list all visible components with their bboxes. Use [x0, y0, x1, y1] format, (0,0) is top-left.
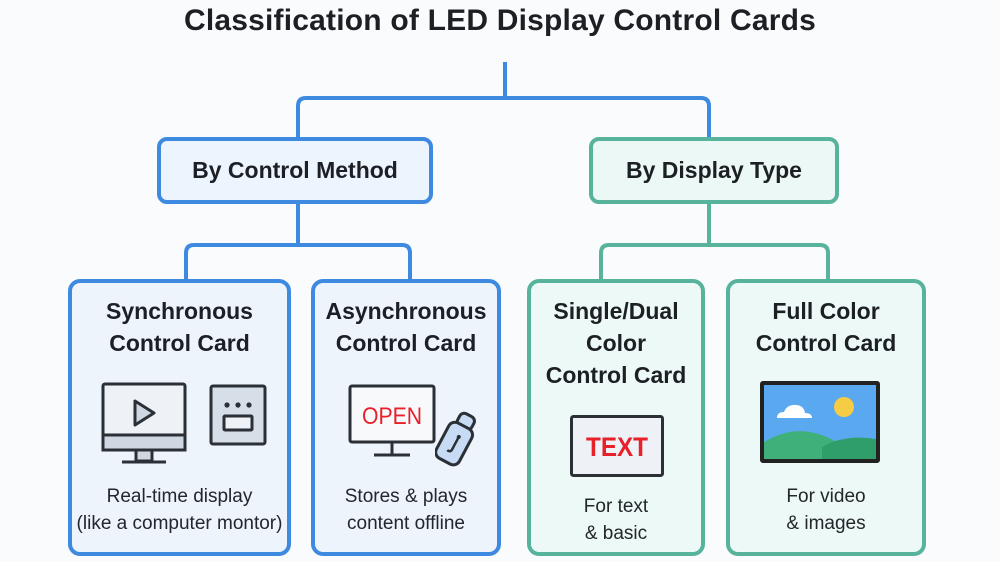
root-branch-right [505, 96, 711, 138]
control-method-branch [184, 243, 412, 279]
open-sign-monitor-icon: OPEN [348, 384, 436, 457]
sign-text: OPEN [362, 403, 422, 430]
card-title: Asynchronous Control Card [315, 295, 497, 359]
card-single-dual-color: Single/Dual Color Control Card TEXT For … [527, 279, 705, 556]
card-desc-line: For video [786, 486, 866, 507]
card-title-line: Full Color [772, 298, 880, 324]
card-description: Real-time display (like a computer monto… [72, 483, 287, 537]
card-desc-line: & basic [584, 523, 648, 544]
card-title-line: Control Card [545, 362, 687, 388]
card-full-color: Full Color Control Card For video & imag… [726, 279, 926, 556]
card-title-line: Control Card [109, 330, 250, 356]
root-branch-left [296, 96, 505, 138]
diagram-title: Classification of LED Display Control Ca… [183, 4, 817, 37]
card-title: Full Color Control Card [730, 295, 922, 359]
category-label: By Display Type [626, 157, 802, 183]
sign-text: TEXT [586, 432, 648, 462]
card-title-line: Control Card [335, 330, 477, 356]
card-description: For video & images [730, 483, 922, 537]
card-desc-line: & images [786, 513, 866, 534]
card-desc-line: Stores & plays [344, 486, 468, 507]
card-title: Synchronous Control Card [72, 295, 287, 359]
card-desc-line: Real-time display [106, 486, 253, 507]
display-type-branch [599, 243, 830, 279]
category-control-method: By Control Method [157, 137, 433, 204]
card-title-line: Synchronous [106, 298, 253, 324]
category-label: By Control Method [192, 157, 398, 183]
card-desc-line: For text [583, 496, 649, 517]
card-description: Stores & plays content offline [315, 483, 497, 537]
card-desc-line: (like a computer montor) [76, 513, 283, 534]
card-description: For text & basic [531, 493, 701, 547]
category-display-type: By Display Type [589, 137, 839, 204]
usb-drive-icon [435, 411, 476, 467]
landscape-image-icon [760, 381, 880, 463]
control-box-icon [209, 384, 267, 446]
card-title: Single/Dual Color Control Card [531, 295, 701, 391]
card-title-line: Asynchronous [325, 298, 487, 324]
card-desc-line: content offline [347, 513, 465, 534]
card-title-line: Color [585, 330, 647, 356]
card-synchronous: Synchronous Control Card Real-time displ… [68, 279, 291, 556]
card-title-line: Single/Dual [553, 298, 679, 324]
monitor-play-icon [101, 382, 187, 464]
text-sign-icon: TEXT [570, 415, 664, 477]
card-title-line: Control Card [755, 330, 897, 356]
card-asynchronous: Asynchronous Control Card OPEN Stores & … [311, 279, 501, 556]
